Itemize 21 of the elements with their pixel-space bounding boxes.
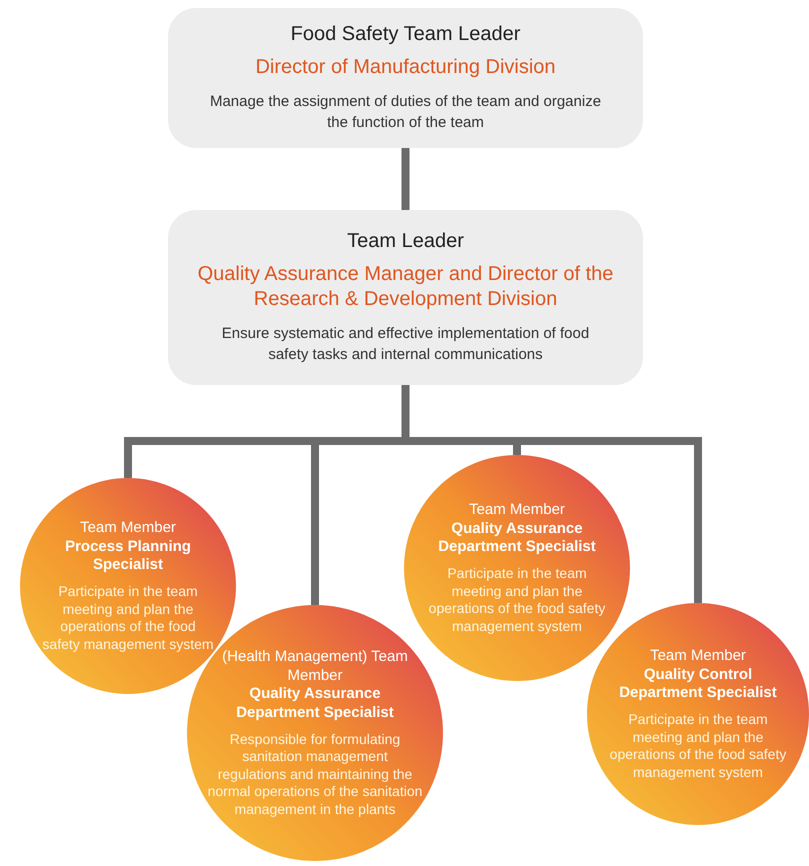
role-title: Food Safety Team Leader — [290, 22, 520, 48]
description: Ensure systematic and effective implementation of food safety tasks and internal communications — [220, 324, 590, 365]
role-title: (Health Management) Team Member — [221, 648, 409, 686]
position-title: Quality Assurance Department Specialist — [437, 520, 597, 558]
role-title: Team Leader — [347, 229, 464, 254]
leader-box — [168, 8, 643, 148]
position-title: Quality Assurance Department Specialist — [235, 685, 395, 723]
description: Responsible for formulating sanitation management regulations and maintaining the normal operations of the sanitation management in the plants — [207, 730, 423, 818]
role-title: Team Member — [80, 518, 176, 538]
description: Participate in the team meeting and plan the operations of the food safety management system — [41, 583, 215, 654]
description: Participate in the team meeting and plan the operations of the food safety management system — [428, 565, 606, 636]
role-title: Team Member — [650, 646, 746, 666]
position-title: Process Planning Specialist — [64, 538, 192, 576]
role-title: Team Member — [469, 500, 565, 520]
connector-line — [402, 148, 410, 210]
position-title: Quality Control Department Specialist — [618, 666, 778, 704]
position-title: Quality Assurance Manager and Director of the Research & Development Division — [196, 262, 614, 312]
description: Participate in the team meeting and plan the operations of the food safety management system — [608, 711, 788, 782]
leader-box — [168, 210, 643, 385]
position-title: Director of Manufacturing Division — [254, 55, 557, 80]
description: Manage the assignment of duties of the team and organize the function of the team — [208, 92, 602, 133]
